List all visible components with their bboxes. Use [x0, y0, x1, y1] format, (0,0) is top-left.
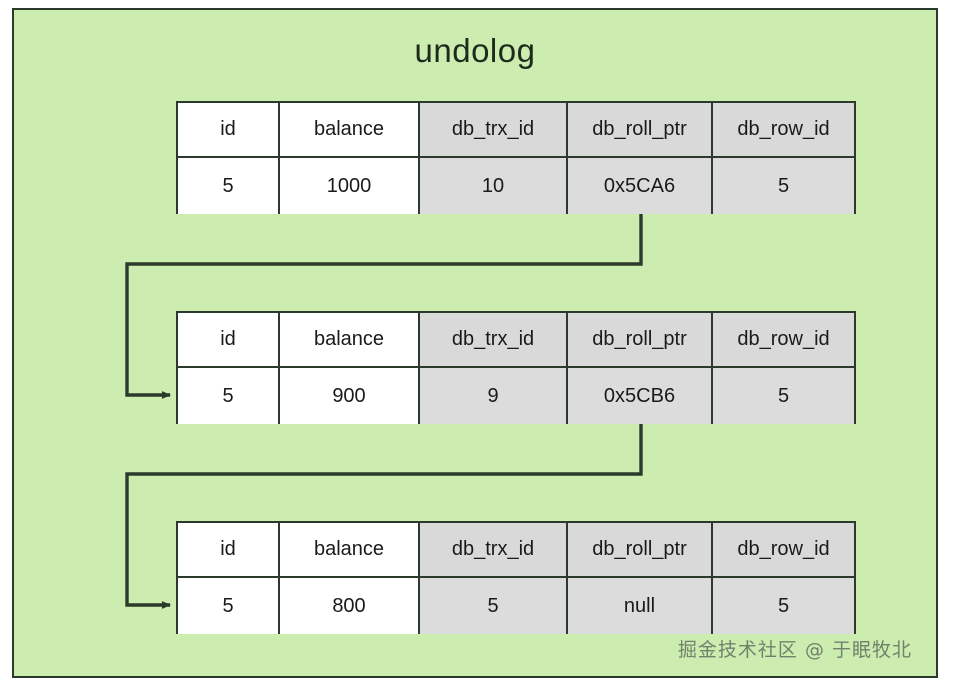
undolog-record-2: id balance db_trx_id db_roll_ptr db_row_… — [176, 311, 856, 424]
watermark-text: 掘金技术社区 @ 于眠牧北 — [677, 639, 912, 661]
cell-db-trx-id: 5 — [420, 578, 568, 634]
cell-db-row-id: 5 — [713, 578, 854, 634]
cell-db-roll-ptr: 0x5CB6 — [568, 368, 713, 424]
header-cell-db-trx-id: db_trx_id — [420, 523, 568, 576]
table-header-row: id balance db_trx_id db_roll_ptr db_row_… — [178, 523, 854, 578]
header-cell-id: id — [178, 523, 280, 576]
cell-db-row-id: 5 — [713, 368, 854, 424]
header-cell-db-roll-ptr: db_roll_ptr — [568, 523, 713, 576]
header-cell-db-row-id: db_row_id — [713, 103, 854, 156]
cell-db-trx-id: 9 — [420, 368, 568, 424]
header-cell-db-roll-ptr: db_roll_ptr — [568, 313, 713, 366]
undolog-record-3: id balance db_trx_id db_roll_ptr db_row_… — [176, 521, 856, 634]
page-title: undolog — [414, 32, 536, 69]
header-cell-db-row-id: db_row_id — [713, 313, 854, 366]
table-row: 5 1000 10 0x5CA6 5 — [178, 158, 854, 214]
cell-db-roll-ptr: null — [568, 578, 713, 634]
header-cell-db-roll-ptr: db_roll_ptr — [568, 103, 713, 156]
header-cell-id: id — [178, 313, 280, 366]
table-header-row: id balance db_trx_id db_roll_ptr db_row_… — [178, 313, 854, 368]
cell-db-row-id: 5 — [713, 158, 854, 214]
header-cell-balance: balance — [280, 313, 420, 366]
undolog-record-1: id balance db_trx_id db_roll_ptr db_row_… — [176, 101, 856, 214]
header-cell-id: id — [178, 103, 280, 156]
cell-db-trx-id: 10 — [420, 158, 568, 214]
header-cell-db-trx-id: db_trx_id — [420, 103, 568, 156]
table-row: 5 900 9 0x5CB6 5 — [178, 368, 854, 424]
cell-id: 5 — [178, 368, 280, 424]
cell-balance: 900 — [280, 368, 420, 424]
cell-id: 5 — [178, 578, 280, 634]
table-header-row: id balance db_trx_id db_roll_ptr db_row_… — [178, 103, 854, 158]
table-row: 5 800 5 null 5 — [178, 578, 854, 634]
cell-db-roll-ptr: 0x5CA6 — [568, 158, 713, 214]
cell-id: 5 — [178, 158, 280, 214]
cell-balance: 1000 — [280, 158, 420, 214]
header-cell-balance: balance — [280, 523, 420, 576]
header-cell-db-trx-id: db_trx_id — [420, 313, 568, 366]
header-cell-db-row-id: db_row_id — [713, 523, 854, 576]
cell-balance: 800 — [280, 578, 420, 634]
header-cell-balance: balance — [280, 103, 420, 156]
